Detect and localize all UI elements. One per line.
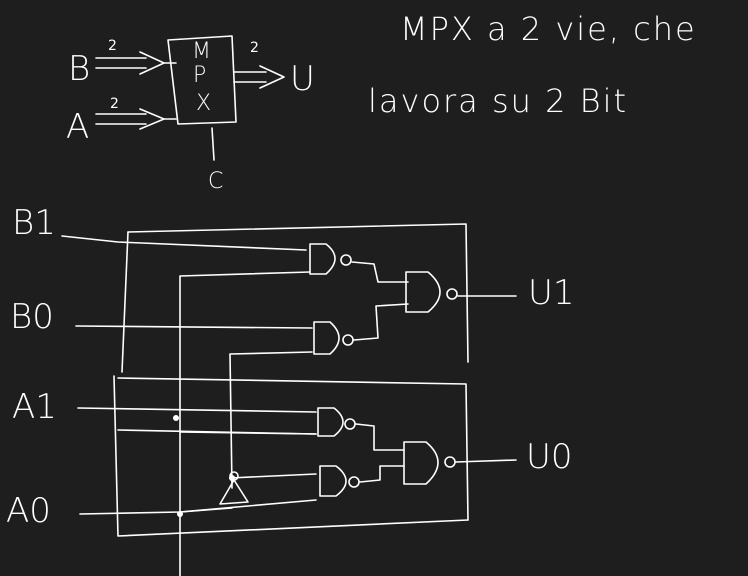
input-b1-label: B1 bbox=[12, 203, 56, 243]
mux-box-letter-m: M bbox=[192, 39, 211, 64]
output-u0-label: U0 bbox=[526, 437, 573, 477]
control-line-c bbox=[179, 271, 311, 576]
junction-dot-1 bbox=[173, 415, 179, 421]
not-gate bbox=[219, 471, 249, 505]
wire-a0 bbox=[79, 499, 317, 515]
block-select-label: C bbox=[208, 169, 223, 194]
note-line-1: MPX a 2 vie, che bbox=[400, 10, 697, 48]
junction-dot-2 bbox=[177, 511, 183, 517]
input-wires bbox=[61, 235, 317, 515]
mux-box-letter-x: X bbox=[196, 91, 211, 116]
nand-gate-1 bbox=[309, 243, 409, 283]
input-b0-label: B0 bbox=[10, 297, 54, 337]
block-input-a-width: 2 bbox=[110, 96, 119, 112]
upper-frame-left bbox=[121, 231, 129, 373]
wire-b0 bbox=[75, 325, 313, 329]
mux-block-box bbox=[167, 35, 237, 125]
control-wires bbox=[117, 271, 317, 576]
upper-frame bbox=[127, 223, 469, 363]
a1-gate-input-wire bbox=[117, 429, 317, 435]
block-input-b-bus-arrow bbox=[95, 51, 177, 75]
block-input-a-bus-arrow bbox=[95, 108, 177, 130]
output-u1-label: U1 bbox=[528, 273, 575, 313]
nand-gate-3 bbox=[317, 407, 405, 451]
mux-box-letter-p: P bbox=[193, 63, 206, 88]
wire-b1 bbox=[61, 235, 307, 251]
mux-block-symbol: B 2 A 2 M P X 2 U C bbox=[66, 35, 315, 194]
block-select-line bbox=[211, 127, 215, 161]
circuit-frames bbox=[113, 223, 469, 537]
control-to-not-gate bbox=[179, 507, 233, 513]
inverted-control-to-a0-gate bbox=[229, 473, 317, 479]
block-input-b-width: 2 bbox=[108, 38, 117, 54]
lower-frame-bottom bbox=[113, 375, 469, 537]
output-nand-gate-u0 bbox=[403, 441, 517, 485]
inverted-control-to-b0-gate bbox=[229, 351, 313, 489]
block-output-u-bus-arrow bbox=[233, 65, 285, 89]
wire-a1 bbox=[77, 407, 317, 413]
nand-gate-4 bbox=[319, 465, 405, 497]
block-input-a-label: A bbox=[66, 107, 89, 147]
input-a0-label: A0 bbox=[6, 491, 51, 531]
block-output-u-width: 2 bbox=[250, 40, 259, 56]
nand-gate-2 bbox=[313, 303, 409, 355]
block-input-b-label: B bbox=[68, 49, 90, 89]
lower-frame bbox=[117, 377, 469, 521]
output-nand-gate-u1 bbox=[405, 271, 517, 313]
block-output-u-label: U bbox=[290, 59, 315, 99]
input-a1-label: A1 bbox=[12, 387, 57, 427]
note-line-2: lavora su 2 Bit bbox=[368, 82, 628, 120]
